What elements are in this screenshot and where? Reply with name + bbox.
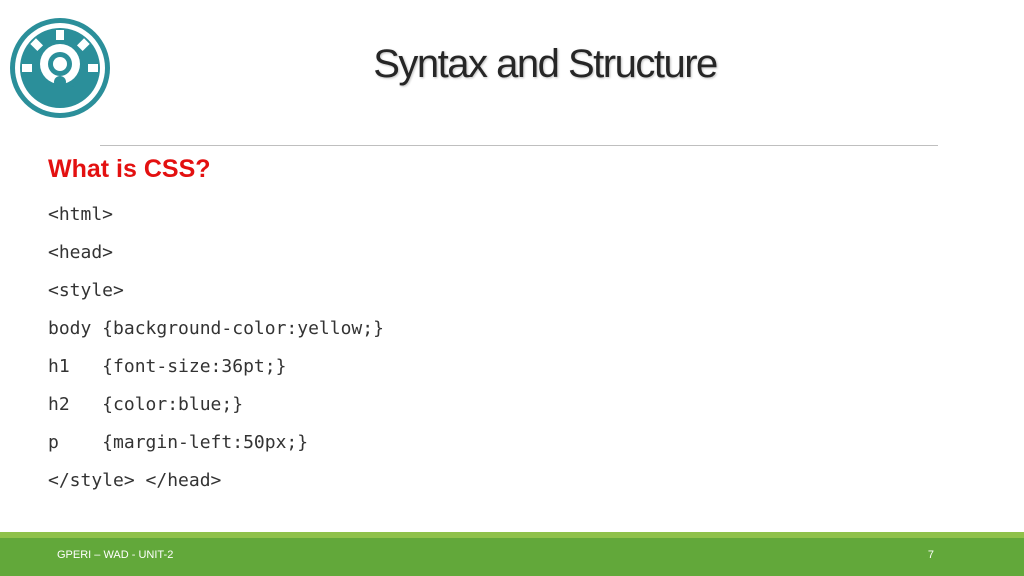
code-line: <style> [48,280,124,301]
code-line: <html> [48,204,114,225]
code-line: </style> </head> [48,470,222,491]
code-line: p {margin-left:50px;} [48,432,309,453]
code-line: <head> [48,242,114,263]
page-number: 7 [927,549,934,561]
title-divider [100,145,938,146]
code-listing: <html> <head> <style> body {background-c… [48,200,384,504]
footer-text: GPERI – WAD - UNIT-2 [57,549,174,561]
code-line: h2 {color:blue;} [48,394,244,415]
footer-stripe [0,532,1024,538]
section-heading: What is CSS? [48,155,211,183]
code-line: body {background-color:yellow;} [48,318,384,339]
slide-title: Syntax and Structure [373,42,718,86]
gperi-logo-icon [10,18,110,118]
code-line: h1 {font-size:36pt;} [48,356,287,377]
footer-bar: GPERI – WAD - UNIT-2 7 [0,538,1024,576]
